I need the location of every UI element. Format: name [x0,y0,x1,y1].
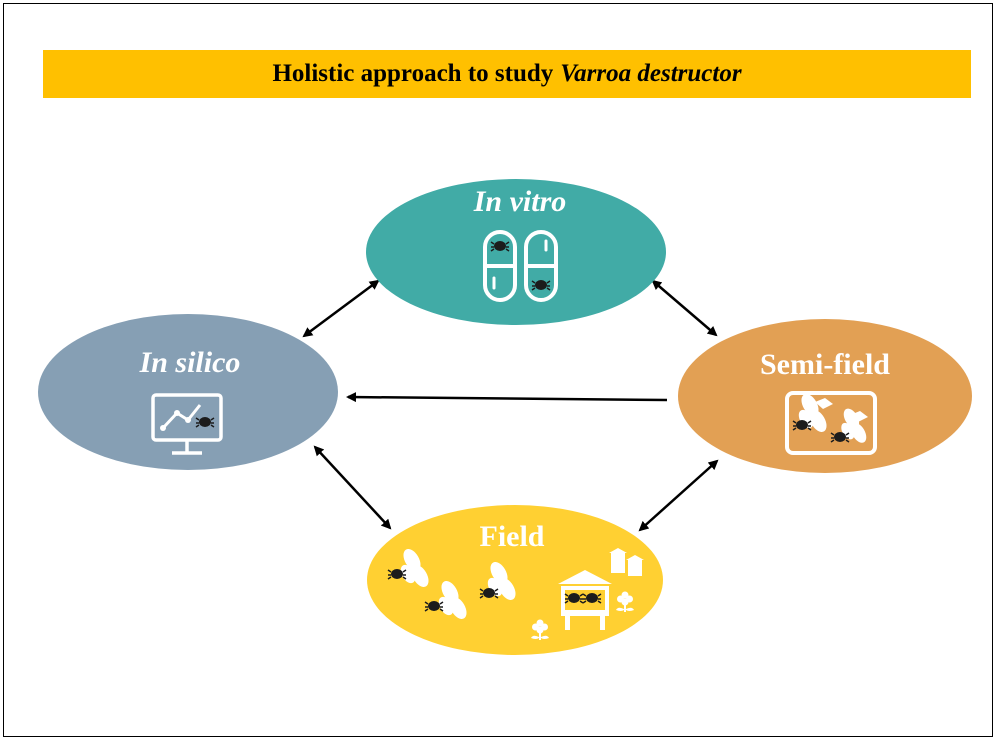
arrow-semifield-field [638,459,719,532]
node-field: Field [367,505,663,655]
node-semi-field: Semi-field [678,319,972,473]
in-silico-ellipse [38,314,338,470]
title-banner: Holistic approach to study Varroa destru… [43,50,971,98]
bees-hives-flowers-icon [387,546,644,640]
node-in-silico: In silico [38,314,338,470]
arrow-invitro-semifield [651,279,718,337]
node-in-vitro: In vitro [366,179,666,325]
in-vitro-label: In vitro [473,185,567,218]
field-label: Field [480,520,545,553]
title-prefix: Holistic approach to study [272,60,554,87]
cage-bee-icon [785,391,877,455]
monitor-chart-icon [151,393,223,455]
title-species: Varroa destructor [560,60,742,87]
field-ellipse [367,505,663,655]
arrow-invitro-insilico [302,279,380,338]
in-silico-label: In silico [139,346,241,379]
semi-field-label: Semi-field [760,348,890,381]
semi-field-ellipse [678,319,972,473]
arrow-insilico-field [313,445,392,530]
capsule-mite-icon [483,230,558,302]
arrow-semifield-insilico [346,392,668,403]
